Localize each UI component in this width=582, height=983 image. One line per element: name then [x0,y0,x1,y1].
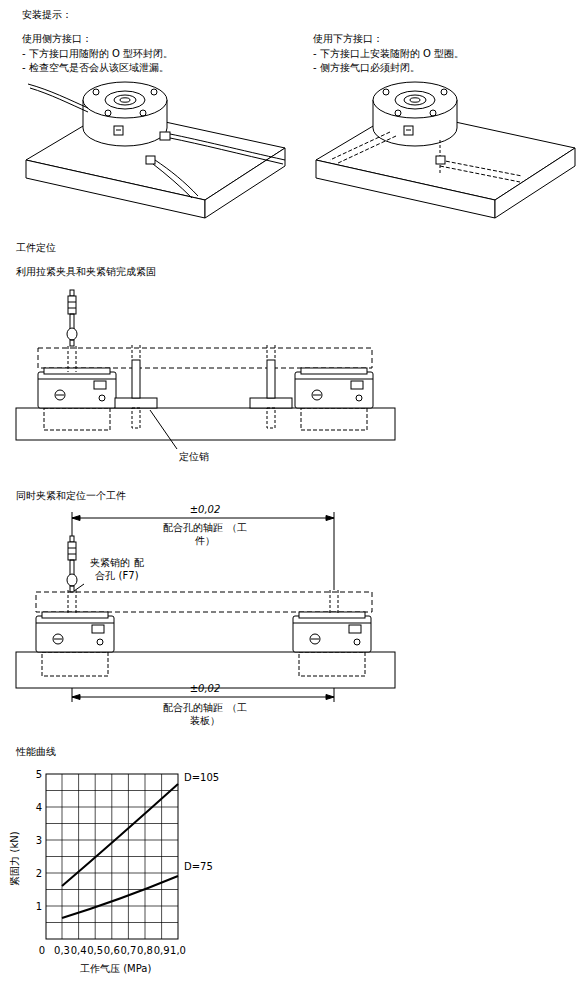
note-text: - 侧方接气口必须封闭。 [313,61,420,74]
note-text: 同时夹紧和定位一个工件 [16,489,126,502]
tick-label: 5 [36,768,42,781]
curve-label: D=75 [184,860,213,873]
tick-label: 0,9 [154,944,170,957]
note-text: 使用侧方接口： [22,32,92,45]
section-heading: 工件定位 [16,241,56,254]
curve-label: D=105 [184,771,219,784]
tick-label: 4 [36,801,42,814]
tick-label: 3 [36,834,42,847]
tick-label: 0,5 [87,944,103,957]
axis-title: 工作气压 (MPa) [80,962,151,975]
axis-title: 紧固力 (kN) [8,831,21,885]
note-text: - 检查空气是否会从该区域泄漏。 [22,61,169,74]
dimension: ±0,02 [190,503,221,516]
tick-label: 1 [36,900,42,913]
tick-label: 0,3 [54,944,70,957]
tick-label: 0,4 [71,944,87,957]
tick-label: 0,7 [120,944,136,957]
part-label: 定位销 [179,450,209,463]
part-label: 夹紧销的 配合孔 (F7) [86,556,148,582]
note-text: 利用拉紧夹具和夹紧销完成紧固 [16,265,156,278]
note-text: 使用下方接口： [313,32,383,45]
tick-label: 2 [36,867,42,880]
note-text: 安装提示： [22,8,72,21]
tick-label: 0 [39,944,45,957]
dimension: ±0,02 [190,682,221,695]
dimension-note: 配合孔的轴距 （工装板） [163,701,247,727]
note-text: - 下方接口上安装随附的 O 型圈。 [313,47,464,60]
note-text: - 下方接口用随附的 O 型环封闭。 [22,47,173,60]
tick-label: 1,0 [170,944,186,957]
section-heading: 性能曲线 [16,745,56,758]
dimension-note: 配合孔的轴距 （工件） [163,521,247,547]
tick-label: 0,6 [104,944,120,957]
tick-label: 0,8 [137,944,153,957]
